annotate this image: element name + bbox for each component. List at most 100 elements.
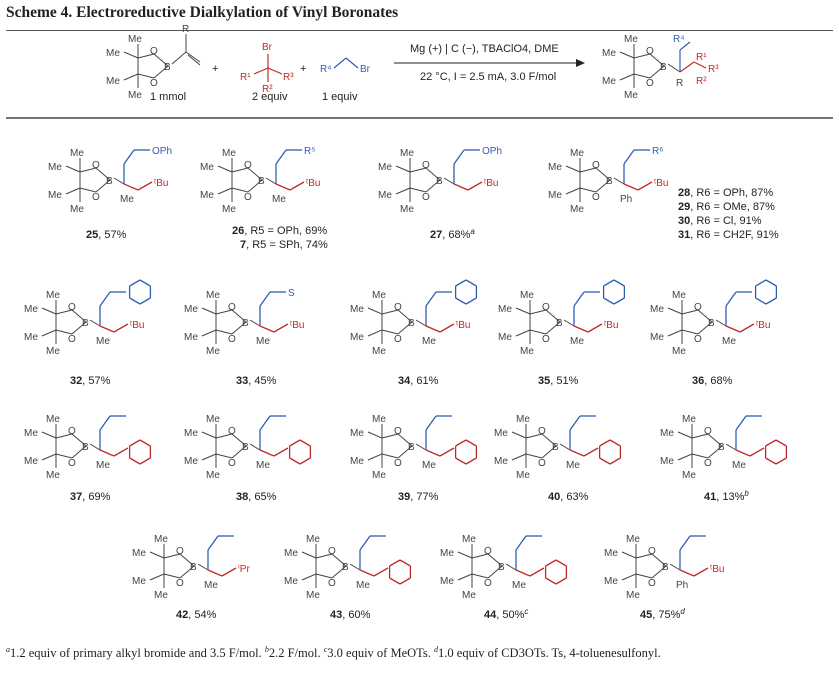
svg-text:37, 69%: 37, 69% — [70, 491, 111, 503]
label-26: 26, R5 = OPh, 69% — [232, 225, 327, 237]
svg-text:S: S — [288, 288, 295, 299]
svg-text:ᵗBu: ᵗBu — [756, 320, 770, 331]
scheme-title: Scheme 4. Electroreductive Dialkylation … — [6, 4, 399, 21]
reaction-arrow — [394, 59, 585, 67]
structure-43: Me — [283, 533, 412, 602]
svg-text:R¹: R¹ — [240, 72, 251, 83]
svg-text:R⁶: R⁶ — [652, 146, 663, 157]
plus-sign-1: + — [212, 63, 218, 75]
footnote-mark-a: a — [6, 645, 10, 654]
footnote-mark-c: c — [323, 645, 328, 654]
svg-text:Me: Me — [256, 336, 270, 347]
label-35: 35, 51% — [538, 375, 579, 387]
label-32: 32, 57% — [70, 375, 111, 387]
svg-text:25, 57%: 25, 57% — [86, 229, 127, 241]
svg-text:42, 54%: 42, 54% — [176, 609, 217, 621]
svg-text:R³: R³ — [708, 64, 719, 75]
reactant-primary-bromide: R⁴ Br — [320, 57, 371, 75]
svg-text:Me: Me — [512, 580, 526, 591]
svg-text:45, 75%d: 45, 75%d — [640, 607, 685, 621]
label-7: 7, R5 = SPh, 74% — [240, 239, 328, 251]
footnote-mark-b: b — [264, 645, 269, 654]
plus-sign-2: + — [300, 63, 306, 75]
svg-text:44, 50%c: 44, 50%c — [484, 607, 528, 621]
label-31: 31, R6 = CH2F, 91% — [678, 229, 779, 241]
svg-text:Me: Me — [356, 580, 370, 591]
footnote-mark-d: d — [434, 645, 439, 654]
label-30: 30, R6 = Cl, 91% — [678, 215, 762, 227]
product-general: R⁴ R R¹ R³ R² — [601, 33, 719, 102]
label-36: 36, 68% — [692, 375, 733, 387]
svg-text:28, R6 = OPh, 87%: 28, R6 = OPh, 87% — [678, 187, 773, 199]
svg-text:ᵗBu: ᵗBu — [456, 320, 470, 331]
svg-text:Me: Me — [570, 336, 584, 347]
svg-text:30, R6 = Cl, 91%: 30, R6 = Cl, 91% — [678, 215, 762, 227]
svg-text:R³: R³ — [283, 72, 294, 83]
footnote-d: 1.0 equiv of CD3OTs. Ts, 4-toluenesulfon… — [438, 646, 661, 661]
svg-text:29, R6 = OMe, 87%: 29, R6 = OMe, 87% — [678, 201, 775, 213]
svg-text:ᵗBu: ᵗBu — [710, 564, 724, 575]
svg-text:39, 77%: 39, 77% — [398, 491, 439, 503]
svg-text:43, 60%: 43, 60% — [330, 609, 371, 621]
svg-text:Me: Me — [96, 336, 110, 347]
svg-text:Me: Me — [120, 194, 134, 205]
compound-structures: OPhᵗBuMeR⁵ᵗBuMeOPhᵗBuR⁶ᵗBuPhᵗBuMeSᵗBuMeᵗ… — [23, 146, 788, 602]
svg-text:R⁴: R⁴ — [673, 34, 685, 45]
svg-text:41, 13%b: 41, 13%b — [704, 489, 749, 503]
structure-37: Me — [23, 413, 152, 482]
svg-text:26, R5 = OPh, 69%: 26, R5 = OPh, 69% — [232, 225, 327, 237]
label-37: 37, 69% — [70, 491, 111, 503]
svg-text:Me: Me — [272, 194, 286, 205]
label-33: 33, 45% — [236, 375, 277, 387]
structure-41: Me — [659, 413, 788, 482]
svg-text:40, 63%: 40, 63% — [548, 491, 589, 503]
svg-text:31, R6 = CH2F, 91%: 31, R6 = CH2F, 91% — [678, 229, 779, 241]
svg-text:33, 45%: 33, 45% — [236, 375, 277, 387]
svg-text:R²: R² — [262, 84, 273, 95]
footnote-a: 1.2 equiv of primary alkyl bromide and 3… — [10, 646, 262, 661]
label-27: 27, 68%a — [430, 227, 475, 241]
svg-text:Br: Br — [360, 64, 371, 75]
label-42: 42, 54% — [176, 609, 217, 621]
svg-text:36, 68%: 36, 68% — [692, 375, 733, 387]
footnote-c: 3.0 equiv of MeOTs. — [327, 646, 431, 661]
svg-text:ᵗBu: ᵗBu — [306, 178, 320, 189]
svg-text:7, R5 = SPh, 74%: 7, R5 = SPh, 74% — [240, 239, 328, 251]
svg-text:Br: Br — [262, 42, 273, 53]
svg-text:R²: R² — [696, 76, 707, 87]
reactant-vinyl-boronate: R — [105, 24, 201, 102]
svg-text:Me: Me — [566, 460, 580, 471]
svg-text:Ph: Ph — [620, 194, 632, 205]
reactant2-amount: 2 equiv — [252, 91, 288, 103]
label-38: 38, 65% — [236, 491, 277, 503]
header-rule — [6, 30, 833, 31]
label-43: 43, 60% — [330, 609, 371, 621]
svg-text:ᵗBu: ᵗBu — [290, 320, 304, 331]
svg-text:ᵗBu: ᵗBu — [604, 320, 618, 331]
label-45: 45, 75%d — [640, 607, 685, 621]
label-40: 40, 63% — [548, 491, 589, 503]
label-34: 34, 61% — [398, 375, 439, 387]
svg-text:Me: Me — [732, 460, 746, 471]
svg-text:Me: Me — [422, 460, 436, 471]
structure-44: Me — [439, 533, 568, 602]
svg-text:R⁵: R⁵ — [304, 146, 315, 157]
svg-text:Me: Me — [96, 460, 110, 471]
footnote-b: 2.2 F/mol. — [268, 646, 321, 661]
svg-text:Me: Me — [204, 580, 218, 591]
svg-text:R: R — [676, 78, 683, 89]
structure-38: Me — [183, 413, 312, 482]
svg-text:Me: Me — [422, 336, 436, 347]
label-28: 28, R6 = OPh, 87% — [678, 187, 773, 199]
svg-text:ᵗBu: ᵗBu — [130, 320, 144, 331]
